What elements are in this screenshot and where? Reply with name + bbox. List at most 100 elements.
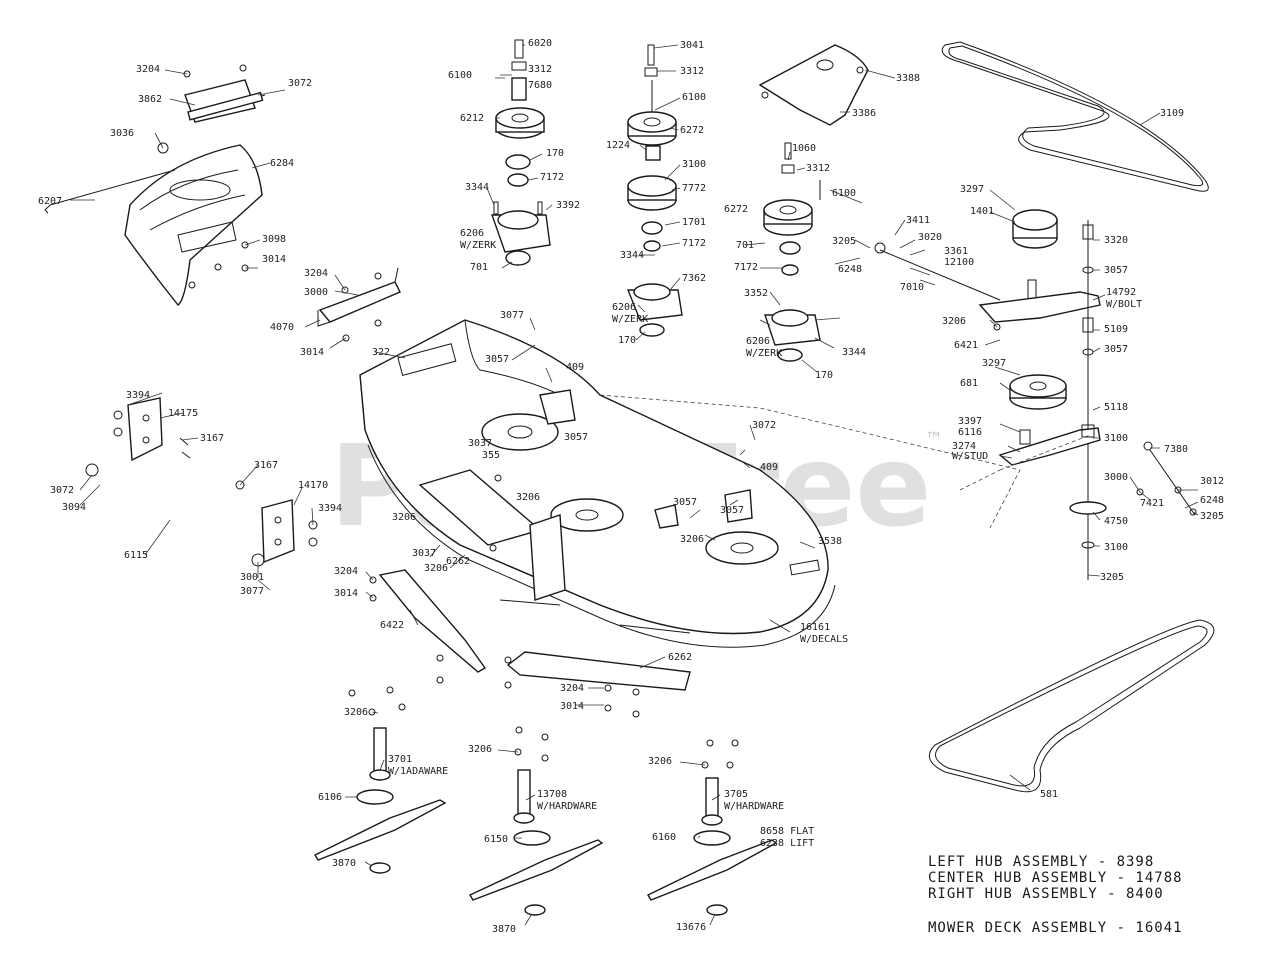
callout-1060: 1060 (792, 143, 816, 154)
callout-3862: 3862 (138, 94, 162, 105)
callout-3344: 3344 (465, 182, 489, 193)
callout-7172c: 7172 (734, 262, 758, 273)
callout-1401: 1401 (970, 206, 994, 217)
callout-7362: 7362 (682, 273, 706, 284)
left-spindle-blade (314, 686, 447, 874)
callout-3206c: 3206 (648, 756, 672, 767)
discharge-chute-group (44, 64, 266, 306)
callout-355: 355 (482, 450, 500, 461)
center-spindle-blade (469, 726, 604, 916)
callout-14792: 14792 (1106, 287, 1136, 298)
callout-w-zerk-left: W/ZERK (460, 240, 496, 251)
callout-7172: 7172 (540, 172, 564, 183)
callout-3297: 3297 (960, 184, 984, 195)
callout-13676: 13676 (676, 922, 706, 933)
callout-labels: 3204 3862 3072 3036 6284 6207 3098 3014 … (38, 38, 1224, 935)
callout-3014c: 3014 (334, 588, 358, 599)
right-hub-assembly (763, 142, 821, 362)
callout-3274: 3274 (952, 441, 976, 452)
callout-170c: 170 (815, 370, 833, 381)
callout-3206d: 3206 (942, 316, 966, 327)
callout-3036: 3036 (110, 128, 134, 139)
idler-arm-upper (874, 209, 1101, 580)
callout-3037: 3037 (468, 438, 492, 449)
callout-581: 581 (1040, 789, 1058, 800)
callout-3204c: 3204 (334, 566, 358, 577)
legend-right-hub: RIGHT HUB ASSEMBLY - 8400 (928, 886, 1164, 902)
callout-3361: 3361 (944, 246, 968, 257)
callout-3109: 3109 (1160, 108, 1184, 119)
callout-3014b: 3014 (300, 347, 324, 358)
callout-w-hardware-left: W/1ADAWARE (388, 766, 448, 777)
callout-3206: 3206 (344, 707, 368, 718)
callout-3411: 3411 (906, 215, 930, 226)
callout-322: 322 (372, 347, 390, 358)
callout-6020: 6020 (528, 38, 552, 49)
callout-6284: 6284 (270, 158, 294, 169)
callout-681: 681 (960, 378, 978, 389)
callout-14175: 14175 (168, 408, 198, 419)
assembly-legend: LEFT HUB ASSEMBLY - 8398 CENTER HUB ASSE… (928, 854, 1183, 936)
callout-6206: 6206 (460, 228, 484, 239)
callout-3001: 3001 (240, 572, 264, 583)
callout-7010: 7010 (900, 282, 924, 293)
callout-6150: 6150 (484, 834, 508, 845)
callout-3344c: 3344 (842, 347, 866, 358)
callout-6116: 6116 (958, 427, 982, 438)
callout-w-zerk-right: W/ZERK (746, 348, 782, 359)
callout-3204d: 3204 (560, 683, 584, 694)
mower-deck-housing (359, 319, 1021, 648)
callout-3098: 3098 (262, 234, 286, 245)
callout-6100b: 6100 (682, 92, 706, 103)
baffle-plates (369, 474, 691, 718)
callout-3397: 3397 (958, 416, 982, 427)
legend-center-hub: CENTER HUB ASSEMBLY - 14788 (928, 870, 1183, 886)
callout-6422: 6422 (380, 620, 404, 631)
callout-5109: 5109 (1104, 324, 1128, 335)
callout-6106: 6106 (318, 792, 342, 803)
callout-6207: 6207 (38, 196, 62, 207)
callout-170b: 170 (618, 335, 636, 346)
callout-3392: 3392 (556, 200, 580, 211)
center-hub-assembly (626, 44, 683, 337)
callout-6262b: 6262 (446, 556, 470, 567)
callout-w-hardware-right: W/HARDWARE (724, 801, 784, 812)
callout-6421: 6421 (954, 340, 978, 351)
callout-3057e: 3057 (673, 497, 697, 508)
callout-3870b: 3870 (492, 924, 516, 935)
callout-3072c: 3072 (752, 420, 776, 431)
callout-3538: 3538 (818, 536, 842, 547)
callout-1224: 1224 (606, 140, 630, 151)
callout-3000: 3000 (304, 287, 328, 298)
callout-w-decals: W/DECALS (800, 634, 848, 645)
callout-701b: 701 (736, 240, 754, 251)
drive-belt-top (941, 41, 1209, 192)
drive-belt-bottom (928, 619, 1215, 793)
callout-3077: 3077 (500, 310, 524, 321)
callout-3072b: 3072 (50, 485, 74, 496)
callout-8658-flat: 8658 FLAT (760, 826, 814, 837)
callout-3057c: 3057 (1104, 344, 1128, 355)
callout-3072: 3072 (288, 78, 312, 89)
leader-lines (70, 44, 1199, 926)
callout-701: 701 (470, 262, 488, 273)
belt-cover (758, 44, 869, 126)
callout-7680: 7680 (528, 80, 552, 91)
callout-3012: 3012 (1200, 476, 1224, 487)
callout-7772: 7772 (682, 183, 706, 194)
callout-3057d: 3057 (564, 432, 588, 443)
right-spindle-blade (647, 739, 778, 916)
callout-3206e: 3206 (516, 492, 540, 503)
callout-6238-lift: 6238 LIFT (760, 838, 814, 849)
callout-3205: 3205 (832, 236, 856, 247)
callout-3205b: 3205 (1200, 511, 1224, 522)
callout-w-stud: W/STUD (952, 451, 988, 462)
callout-3014: 3014 (262, 254, 286, 265)
callout-3386: 3386 (852, 108, 876, 119)
callout-6262: 6262 (668, 652, 692, 663)
callout-6272b: 6272 (724, 204, 748, 215)
callout-3167b: 3167 (200, 433, 224, 444)
callout-6212: 6212 (460, 113, 484, 124)
callout-6248: 6248 (838, 264, 862, 275)
callout-3204b: 3204 (304, 268, 328, 279)
